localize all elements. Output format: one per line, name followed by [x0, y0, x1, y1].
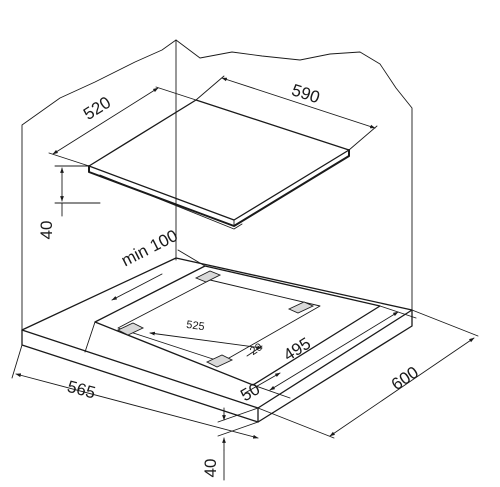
- hob: [88, 99, 350, 230]
- dim-worktop-depth: 600: [257, 309, 479, 439]
- label-565: 565: [65, 377, 97, 403]
- clip-front: [205, 354, 234, 368]
- label-590: 590: [289, 80, 322, 107]
- dim-inner-span: 525: [149, 319, 263, 350]
- dim-clip-offset: 20: [246, 341, 265, 358]
- mounting-clips: [116, 270, 315, 368]
- clip-back: [194, 270, 222, 283]
- label-50: 50: [237, 379, 263, 405]
- dim-worktop-thickness: 40: [201, 407, 259, 481]
- dim-min-clearance: min 100: [111, 226, 206, 301]
- label-495: 495: [280, 334, 314, 365]
- dim-front-margin: 50: [237, 372, 281, 405]
- label-525: 525: [185, 319, 205, 333]
- clip-left: [116, 322, 145, 336]
- clip-right: [287, 301, 315, 314]
- label-20: 20: [248, 341, 265, 358]
- dim-hob-depth: 520: [48, 86, 197, 167]
- label-40-bottom: 40: [201, 459, 220, 478]
- dim-hob-height: 40: [37, 165, 101, 240]
- label-600: 600: [388, 363, 422, 395]
- wall-outline: [21, 39, 413, 331]
- dim-hob-width: 590: [195, 75, 378, 151]
- label-min-100: min 100: [118, 226, 181, 270]
- label-40-top: 40: [37, 221, 56, 240]
